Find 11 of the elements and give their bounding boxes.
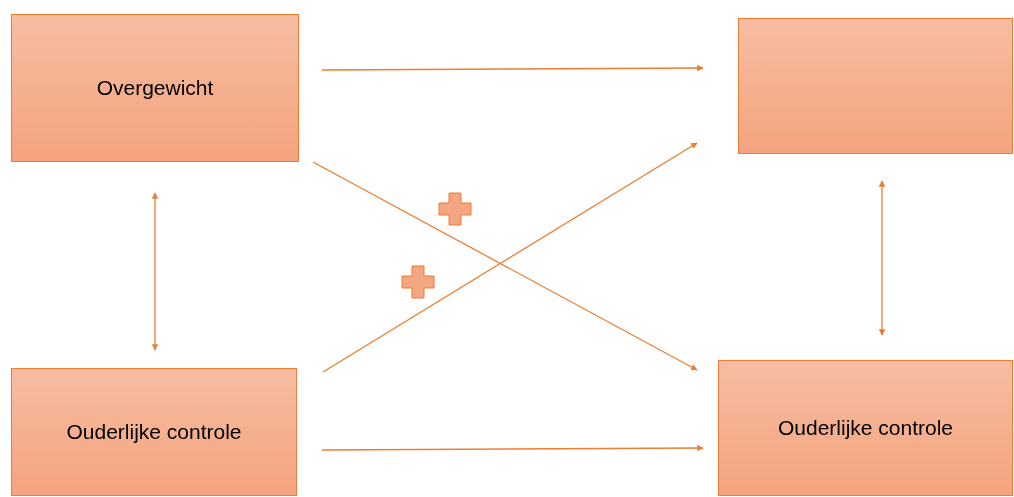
concept-box: [718, 360, 1013, 496]
arrow: [321, 64, 704, 72]
concept-box: [11, 14, 299, 162]
empty-box: [738, 18, 1013, 154]
box-label: Ouderlijke controle: [66, 420, 242, 444]
box-label: Overgewicht: [96, 76, 214, 100]
arrow: [878, 180, 886, 336]
box-label: Ouderlijke controle: [777, 416, 954, 440]
arrow: [321, 444, 704, 452]
arrow: [151, 192, 159, 351]
concept-box: [11, 368, 297, 496]
